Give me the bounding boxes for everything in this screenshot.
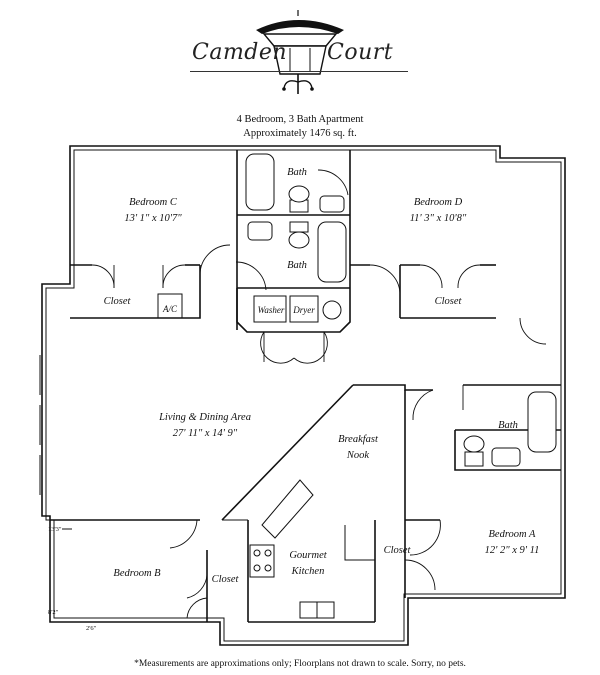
label-breakfast: Breakfast xyxy=(338,434,379,445)
dims-living: 27' 11" x 14' 9" xyxy=(173,428,238,439)
stove xyxy=(249,544,275,578)
dryer xyxy=(289,295,319,323)
label-bedroom-b: Bedroom B xyxy=(113,568,161,579)
dim-bedroom-b-bottom: 2'6" xyxy=(86,625,97,632)
label-closet-d: Closet xyxy=(435,296,463,307)
label-bath-middle: Bath xyxy=(287,260,307,271)
tub-middle xyxy=(317,221,347,283)
footnote: *Measurements are approximations only; F… xyxy=(134,659,466,669)
dim-bedroom-b-side: 8'2" xyxy=(48,609,59,616)
brand-underline xyxy=(190,71,408,72)
label-ac: A/C xyxy=(162,304,178,314)
ac-unit xyxy=(157,293,183,319)
label-closet-c: Closet xyxy=(104,296,132,307)
washer xyxy=(253,295,287,323)
outer-wall xyxy=(41,145,566,646)
label-closet-a: Closet xyxy=(384,545,412,556)
label-washer: Washer xyxy=(258,305,285,315)
brand-word-camden: Camden xyxy=(192,40,288,65)
plan-title: 4 Bedroom, 3 Bath Apartment xyxy=(236,114,364,125)
label-bedroom-d: Bedroom D xyxy=(414,197,463,208)
label-kitchen: Kitchen xyxy=(291,566,325,577)
label-bath-top: Bath xyxy=(287,167,307,178)
label-dryer: Dryer xyxy=(292,305,315,315)
label-bedroom-c: Bedroom C xyxy=(129,197,178,208)
label-kitchen-gourmet: Gourmet xyxy=(289,550,327,561)
lamp-logo xyxy=(256,10,344,94)
dim-bedroom-b-top: 13'3" xyxy=(48,526,62,533)
label-bedroom-a: Bedroom A xyxy=(489,529,537,540)
dims-bedroom-a: 12' 2" x 9' 11 xyxy=(485,545,540,556)
label-bath-a: Bath xyxy=(498,420,518,431)
label-living: Living & Dining Area xyxy=(158,412,251,423)
label-closet-b: Closet xyxy=(212,574,240,585)
tub-top xyxy=(245,153,275,211)
plan-area: Approximately 1476 sq. ft. xyxy=(243,128,357,139)
tub-a xyxy=(527,391,557,453)
dims-bedroom-d: 11' 3" x 10'8" xyxy=(410,213,467,224)
label-nook: Nook xyxy=(346,450,370,461)
brand-word-court: Court xyxy=(327,40,394,65)
dims-bedroom-c: 13' 1" x 10'7" xyxy=(124,213,182,224)
